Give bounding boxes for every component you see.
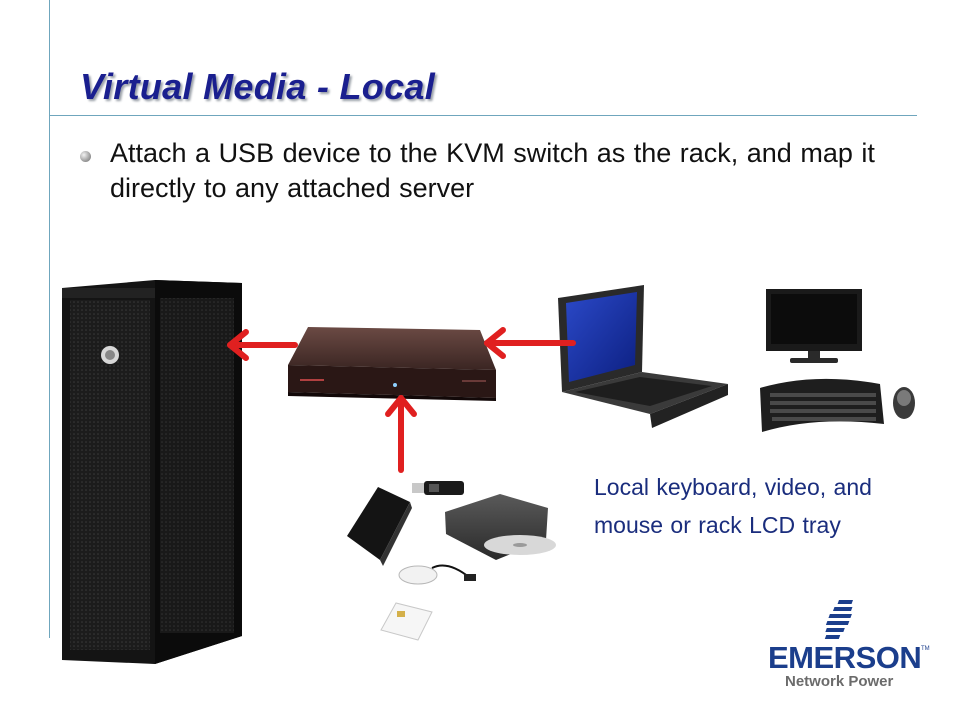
dvd-drive-icon <box>445 494 556 560</box>
emerson-logo: EMERSON TM Network Power <box>768 596 930 691</box>
slide-title: Virtual Media - Local <box>80 66 436 107</box>
arrow-kvm-to-rack <box>227 329 298 361</box>
server-rack-icon <box>62 280 242 664</box>
monitor-icon <box>766 289 862 363</box>
lcd-tray-icon <box>558 285 728 428</box>
mouse-icon <box>893 387 915 419</box>
bullet-text: Attach a USB device to the KVM switch as… <box>110 138 875 203</box>
kvm-switch-icon <box>288 327 496 401</box>
arrow-usb-to-kvm <box>385 395 417 473</box>
arrow-lcd-to-kvm <box>484 327 576 359</box>
keyboard-icon <box>760 378 884 432</box>
usb-drive-icon <box>412 481 464 495</box>
emerson-emblem-icon <box>824 600 853 639</box>
logo-subtitle: Network Power <box>785 673 894 690</box>
bullet-icon <box>80 151 91 162</box>
logo-trademark: TM <box>921 646 930 652</box>
vertical-rule <box>49 0 50 638</box>
smart-card-icon <box>380 602 433 641</box>
external-hdd-icon <box>347 487 412 566</box>
title-rule <box>49 115 917 116</box>
logo-wordmark: EMERSON <box>768 640 922 675</box>
kvm-caption: Local keyboard, video, and mouse or rack… <box>594 474 872 538</box>
card-reader-icon <box>398 564 476 585</box>
